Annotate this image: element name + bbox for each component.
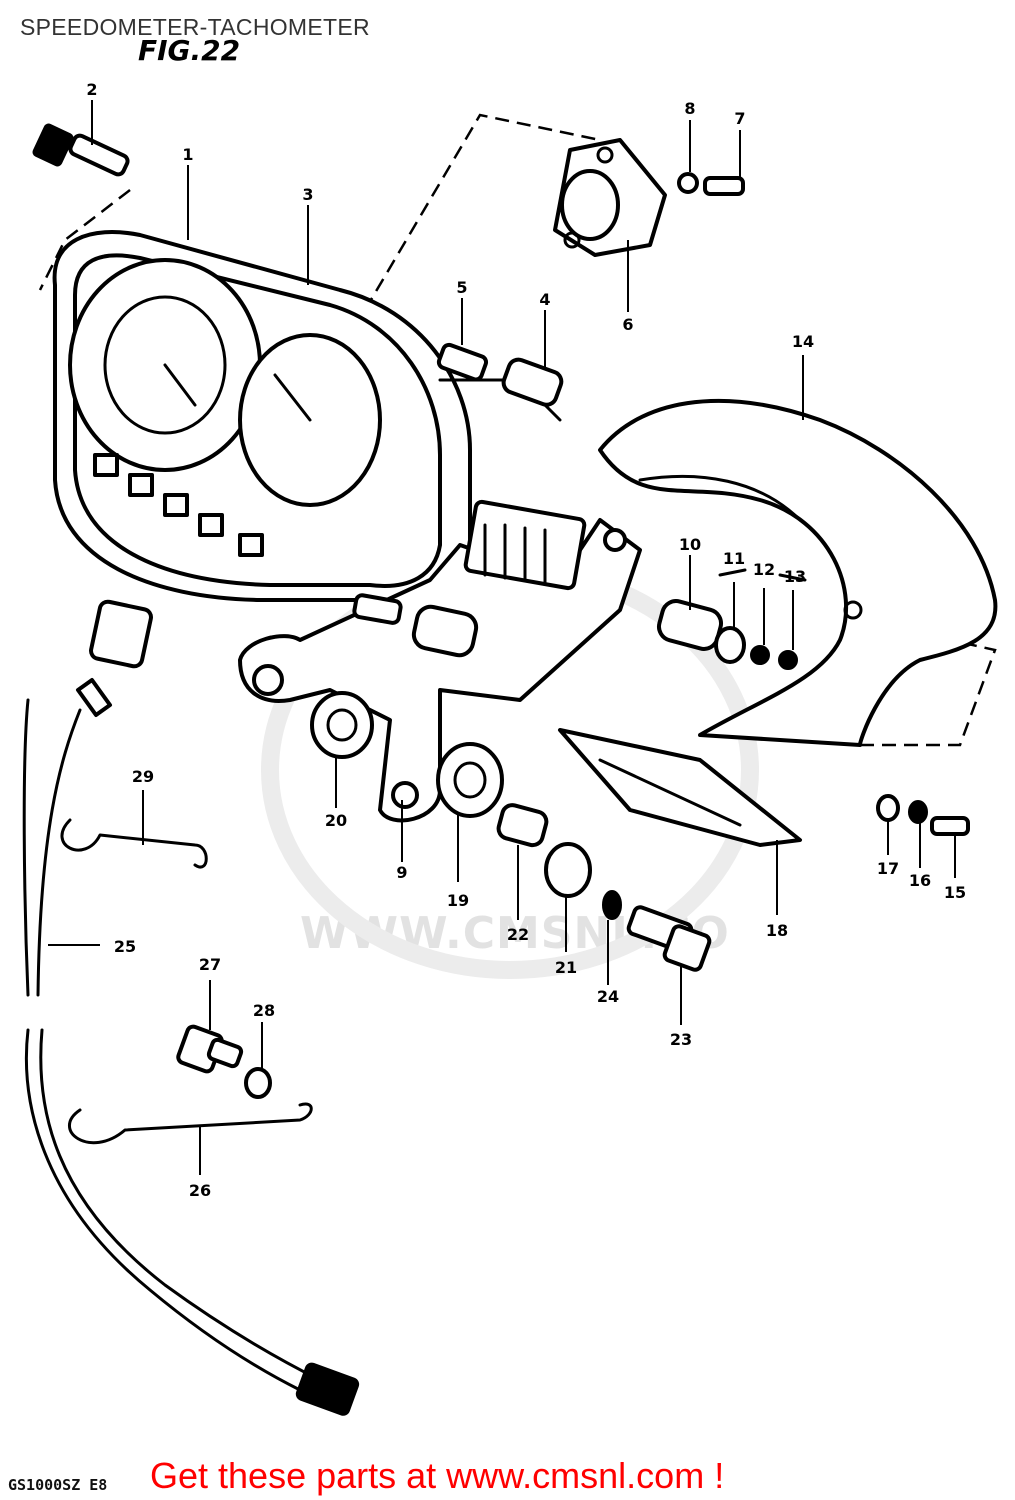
callout-18: 18 (766, 921, 788, 940)
callout-15: 15 (944, 883, 966, 902)
damper-set (310, 691, 712, 972)
cable-clamps (60, 818, 313, 1145)
callout-19: 19 (447, 891, 469, 910)
grommet-stack (656, 599, 798, 670)
callout-26: 26 (189, 1181, 211, 1200)
callout-5: 5 (456, 278, 467, 297)
meter-assembly (52, 230, 562, 605)
callout-20: 20 (325, 811, 347, 830)
screw-stack (876, 794, 970, 836)
callout-29: 29 (132, 767, 154, 786)
figure-label: FIG.22 (138, 34, 241, 67)
clamp-bolt (176, 1024, 272, 1099)
meter-cover (598, 398, 998, 747)
callout-16: 16 (909, 871, 931, 890)
callout-25: 25 (114, 937, 136, 956)
callout-6: 6 (622, 315, 633, 334)
parts-link[interactable]: Get these parts at www.cmsnl.com ! (150, 1455, 725, 1496)
trip-knob (32, 123, 130, 177)
callout-23: 23 (670, 1030, 692, 1049)
callout-3: 3 (302, 185, 313, 204)
callout-28: 28 (253, 1001, 275, 1020)
cover-plate (558, 728, 802, 847)
callout-11: 11 (723, 549, 745, 568)
socket-housing (553, 138, 745, 257)
callout-12: 12 (753, 560, 775, 579)
speedometer-cable (22, 599, 360, 1416)
callout-8: 8 (684, 99, 695, 118)
callout-9: 9 (396, 863, 407, 882)
callouts: 1 2 3 4 5 6 7 8 9 10 11 12 13 14 15 16 1… (86, 80, 966, 1200)
page-title: SPEEDOMETER-TACHOMETER (20, 14, 370, 40)
callout-14: 14 (792, 332, 814, 351)
callout-2: 2 (86, 80, 97, 99)
callout-21: 21 (555, 958, 577, 977)
callout-27: 27 (199, 955, 221, 974)
model-code: GS1000SZ E8 (8, 1476, 108, 1494)
callout-4: 4 (539, 290, 550, 309)
callout-10: 10 (679, 535, 701, 554)
callout-24: 24 (597, 987, 619, 1006)
callout-17: 17 (877, 859, 899, 878)
callout-22: 22 (507, 925, 529, 944)
bulb-socket (436, 342, 564, 407)
callout-13: 13 (784, 567, 806, 586)
leader-lines (48, 100, 956, 1175)
meter-bracket (238, 499, 642, 823)
callout-1: 1 (182, 145, 193, 164)
callout-7: 7 (734, 109, 745, 128)
